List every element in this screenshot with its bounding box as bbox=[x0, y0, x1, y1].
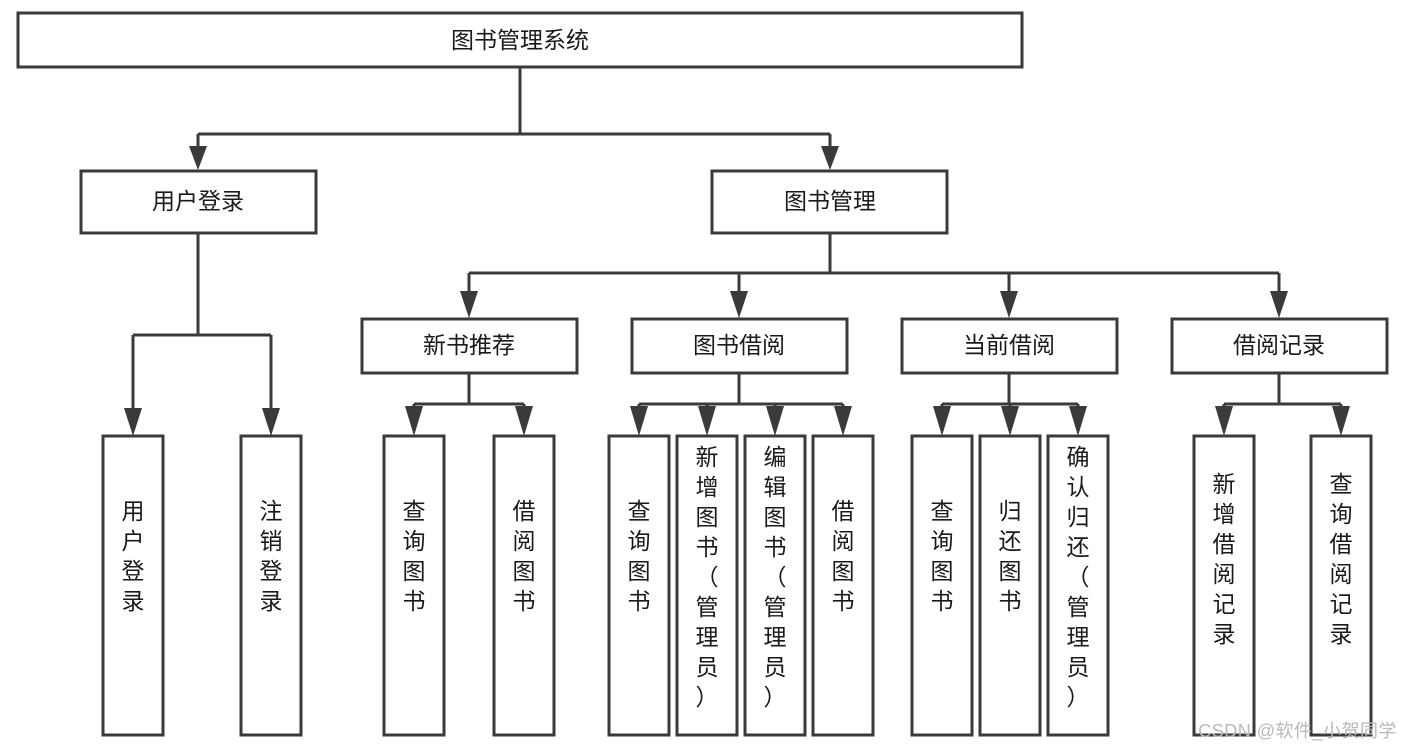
leaf-current-borrow-3-box[interactable] bbox=[1046, 434, 1110, 737]
arrow-root-to-user-login bbox=[189, 146, 207, 170]
arrow-book-borrow-leaf4 bbox=[834, 406, 852, 436]
node-book-management[interactable]: 图书管理 bbox=[710, 169, 949, 235]
node-book-management-box[interactable] bbox=[710, 169, 949, 235]
node-borrow-records[interactable]: 借阅记录 bbox=[1170, 317, 1389, 375]
leaf-book-borrow-1-box[interactable] bbox=[607, 434, 671, 737]
leaf-user-login-2[interactable]: 注销登录 bbox=[239, 434, 303, 737]
leaf-borrow-records-2-label: 查询借阅记录 bbox=[1330, 471, 1353, 647]
leaf-book-borrow-3-label: 编辑图书（管理员） bbox=[764, 444, 787, 710]
leaf-new-book-1[interactable]: 查询图书 bbox=[382, 434, 446, 737]
node-new-book-recommend-label: 新书推荐 bbox=[423, 332, 515, 358]
arrow-book-borrow-leaf3 bbox=[766, 406, 784, 436]
leaf-book-borrow-1[interactable]: 查询图书 bbox=[607, 434, 671, 737]
node-user-login[interactable]: 用户登录 bbox=[79, 169, 318, 235]
arrow-root-to-book-management bbox=[821, 146, 839, 170]
arrow-bm-to-new-book bbox=[460, 291, 478, 318]
arrow-new-book-leaf1 bbox=[405, 406, 423, 436]
leaf-current-borrow-3[interactable]: 确认归还（管理员） bbox=[1046, 434, 1110, 737]
arrow-bm-to-borrow-records bbox=[1270, 291, 1288, 318]
csdn-watermark: CSDN @软件_小贺同学 bbox=[1198, 721, 1397, 741]
leaf-book-borrow-1-label: 查询图书 bbox=[628, 498, 651, 614]
arrow-user-login-leaf1 bbox=[124, 408, 142, 436]
node-user-login-label: 用户登录 bbox=[152, 188, 244, 214]
leaf-book-borrow-2[interactable]: 新增图书（管理员） bbox=[675, 434, 739, 737]
leaf-book-borrow-4-box[interactable] bbox=[811, 434, 875, 737]
leaf-new-book-2[interactable]: 借阅图书 bbox=[492, 434, 556, 737]
node-root[interactable]: 图书管理系统 bbox=[16, 11, 1024, 69]
node-root-label: 图书管理系统 bbox=[451, 27, 589, 53]
node-book-borrow-box[interactable] bbox=[630, 317, 849, 375]
node-root-box[interactable] bbox=[16, 11, 1024, 69]
node-new-book-recommend[interactable]: 新书推荐 bbox=[360, 317, 579, 375]
leaf-borrow-records-2[interactable]: 查询借阅记录 bbox=[1309, 434, 1373, 737]
node-borrow-records-label: 借阅记录 bbox=[1233, 332, 1325, 358]
leaf-book-borrow-3-box[interactable] bbox=[743, 434, 807, 737]
leaf-current-borrow-2[interactable]: 归还图书 bbox=[978, 434, 1042, 737]
connector-group bbox=[124, 67, 1350, 436]
arrow-bm-to-book-borrow bbox=[730, 291, 748, 318]
leaf-user-login-2-label: 注销登录 bbox=[260, 498, 283, 614]
node-borrow-records-box[interactable] bbox=[1170, 317, 1389, 375]
leaf-current-borrow-1[interactable]: 查询图书 bbox=[910, 434, 974, 737]
leaf-current-borrow-2-box[interactable] bbox=[978, 434, 1042, 737]
arrow-current-borrow-leaf2 bbox=[1001, 406, 1019, 436]
node-current-borrow-label: 当前借阅 bbox=[963, 332, 1055, 358]
arrow-new-book-leaf2 bbox=[515, 406, 533, 436]
node-book-management-label: 图书管理 bbox=[784, 188, 876, 214]
leaf-book-borrow-4[interactable]: 借阅图书 bbox=[811, 434, 875, 737]
node-current-borrow-box[interactable] bbox=[900, 317, 1119, 375]
leaf-borrow-records-2-box[interactable] bbox=[1309, 434, 1373, 737]
leaf-current-borrow-3-label: 确认归还（管理员） bbox=[1067, 444, 1090, 710]
node-user-login-box[interactable] bbox=[79, 169, 318, 235]
leaf-book-borrow-2-box[interactable] bbox=[675, 434, 739, 737]
arrow-current-borrow-leaf1 bbox=[933, 406, 951, 436]
leaf-new-book-2-label: 借阅图书 bbox=[513, 498, 536, 614]
leaf-book-borrow-4-label: 借阅图书 bbox=[832, 498, 855, 614]
leaf-new-book-1-label: 查询图书 bbox=[403, 498, 426, 614]
node-book-borrow[interactable]: 图书借阅 bbox=[630, 317, 849, 375]
arrow-user-login-leaf2 bbox=[262, 408, 280, 436]
leaf-book-borrow-2-label: 新增图书（管理员） bbox=[696, 444, 719, 710]
arrow-borrow-records-leaf1 bbox=[1215, 406, 1233, 436]
node-current-borrow[interactable]: 当前借阅 bbox=[900, 317, 1119, 375]
arrow-book-borrow-leaf1 bbox=[630, 406, 648, 436]
leaf-new-book-2-box[interactable] bbox=[492, 434, 556, 737]
leaf-current-borrow-2-label: 归还图书 bbox=[999, 498, 1022, 614]
arrow-bm-to-current-borrow bbox=[1000, 291, 1018, 318]
leaf-current-borrow-1-label: 查询图书 bbox=[931, 498, 954, 614]
leaf-borrow-records-1[interactable]: 新增借阅记录 bbox=[1192, 434, 1256, 737]
leaf-borrow-records-1-label: 新增借阅记录 bbox=[1213, 471, 1236, 647]
leaf-user-login-1-label: 用户登录 bbox=[122, 498, 145, 614]
leaf-book-borrow-3[interactable]: 编辑图书（管理员） bbox=[743, 434, 807, 737]
arrow-book-borrow-leaf2 bbox=[698, 406, 716, 436]
leaf-user-login-2-box[interactable] bbox=[239, 434, 303, 737]
arrow-borrow-records-leaf2 bbox=[1332, 406, 1350, 436]
leaf-borrow-records-1-box[interactable] bbox=[1192, 434, 1256, 737]
node-new-book-recommend-box[interactable] bbox=[360, 317, 579, 375]
leaf-current-borrow-1-box[interactable] bbox=[910, 434, 974, 737]
leaf-user-login-1[interactable]: 用户登录 bbox=[101, 434, 165, 737]
node-book-borrow-label: 图书借阅 bbox=[693, 332, 785, 358]
arrow-current-borrow-leaf3 bbox=[1069, 406, 1087, 436]
leaf-new-book-1-box[interactable] bbox=[382, 434, 446, 737]
leaf-user-login-1-box[interactable] bbox=[101, 434, 165, 737]
